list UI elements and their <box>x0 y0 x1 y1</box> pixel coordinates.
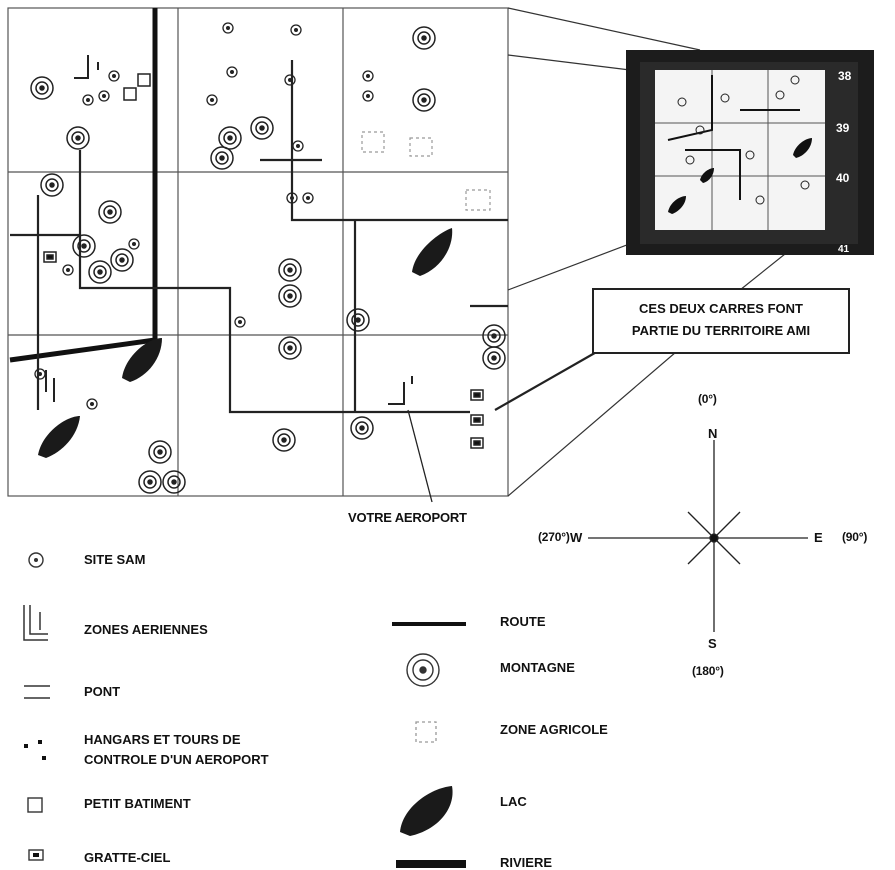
sam-site-marker <box>86 398 98 410</box>
sam-site-marker <box>98 90 110 102</box>
skyscraper-markers <box>43 251 484 449</box>
sam-site-icon <box>28 552 44 568</box>
minimap-row-38: 38 <box>838 69 852 83</box>
mountain-icon <box>406 653 440 687</box>
airport-pointer <box>407 409 433 503</box>
legend-air-zone-label: ZONES AERIENNES <box>84 622 208 637</box>
legend-river-label: RIVIERE <box>500 855 553 870</box>
hangar-icon <box>24 740 46 760</box>
mountain-marker <box>421 35 427 41</box>
sam-site-marker <box>62 264 74 276</box>
mountain-marker <box>49 182 55 188</box>
callout-line-2: PARTIE DU TERRITOIRE AMI <box>631 323 811 338</box>
zoom-lines <box>507 7 791 497</box>
sam-site-marker <box>234 316 246 328</box>
mountain-marker <box>119 257 125 263</box>
sam-site-marker <box>362 70 374 82</box>
mountain-marker <box>147 479 153 485</box>
road-lines <box>10 60 601 414</box>
minimap-row-41: 41 <box>838 244 850 255</box>
sam-site-marker <box>206 94 218 106</box>
callout-line-1: CES DEUX CARRES FONT <box>639 301 803 316</box>
mountain-marker <box>287 293 293 299</box>
farm-zone-markers <box>361 131 491 211</box>
farm-zone-icon <box>415 721 437 743</box>
airport-label: VOTRE AEROPORT <box>348 510 467 525</box>
sam-site-marker <box>292 140 304 152</box>
minimap-row-39: 39 <box>836 121 850 135</box>
sam-site-marker <box>302 192 314 204</box>
skyscraper-icon <box>28 849 44 861</box>
compass-east-deg: (90°) <box>842 530 868 544</box>
mountain-marker <box>97 269 103 275</box>
mountain-marker <box>75 135 81 141</box>
mountain-markers <box>30 26 506 494</box>
mountain-marker <box>81 243 87 249</box>
compass <box>588 440 808 632</box>
sam-site-markers <box>34 22 374 410</box>
building-markers <box>123 73 151 101</box>
sam-site-marker <box>108 70 120 82</box>
bridge-icon <box>24 685 50 699</box>
air-zone-icon <box>23 605 48 641</box>
mountain-marker <box>227 135 233 141</box>
compass-west-deg: (270°) <box>538 530 570 544</box>
minimap: 38 39 40 41 <box>626 50 874 255</box>
lake-shapes <box>38 228 453 458</box>
lake-icon <box>400 786 453 836</box>
river-lines <box>9 8 158 363</box>
legend-road-label: ROUTE <box>500 614 546 629</box>
mountain-marker <box>359 425 365 431</box>
compass-south: S <box>708 636 717 651</box>
friendly-territory-callout: CES DEUX CARRES FONT PARTIE DU TERRITOIR… <box>592 288 850 354</box>
mountain-marker <box>259 125 265 131</box>
mountain-marker <box>287 267 293 273</box>
sam-site-marker <box>128 238 140 250</box>
legend-bridge-label: PONT <box>84 684 121 699</box>
compass-north: N <box>708 426 718 441</box>
mountain-marker <box>157 449 163 455</box>
legend-icons <box>23 552 466 868</box>
small-building-icon <box>27 797 43 813</box>
compass-north-deg: (0°) <box>698 392 717 406</box>
compass-south-deg: (180°) <box>692 664 724 678</box>
legend-sam-label: SITE SAM <box>84 552 146 567</box>
air-zone-markers <box>45 55 413 405</box>
mountain-marker <box>219 155 225 161</box>
river-icon <box>396 860 466 868</box>
legend-hangar-label: HANGARS ET TOURS DE <box>84 732 241 747</box>
mountain-marker <box>107 209 113 215</box>
sam-site-marker <box>284 74 296 86</box>
compass-west: W <box>570 530 583 545</box>
legend-mountain-label: MONTAGNE <box>500 660 575 675</box>
legend-skyscraper-label: GRATTE-CIEL <box>84 850 171 865</box>
mountain-marker <box>287 345 293 351</box>
mountain-marker <box>491 355 497 361</box>
legend-building-label: PETIT BATIMENT <box>84 796 191 811</box>
sam-site-marker <box>226 66 238 78</box>
mountain-marker <box>171 479 177 485</box>
legend-hangar-label-2: CONTROLE D'UN AEROPORT <box>84 752 269 767</box>
sam-site-marker <box>82 94 94 106</box>
mountain-marker <box>281 437 287 443</box>
mountain-marker <box>491 333 497 339</box>
mountain-marker <box>39 85 45 91</box>
mountain-marker <box>355 317 361 323</box>
map-grid <box>7 7 509 497</box>
sam-site-marker <box>290 24 302 36</box>
sam-site-marker <box>362 90 374 102</box>
sam-site-marker <box>286 192 298 204</box>
minimap-row-40: 40 <box>836 171 850 185</box>
legend-lake-label: LAC <box>500 794 527 809</box>
mountain-marker <box>421 97 427 103</box>
compass-east: E <box>814 530 823 545</box>
sam-site-marker <box>222 22 234 34</box>
legend-farm-label: ZONE AGRICOLE <box>500 722 608 737</box>
